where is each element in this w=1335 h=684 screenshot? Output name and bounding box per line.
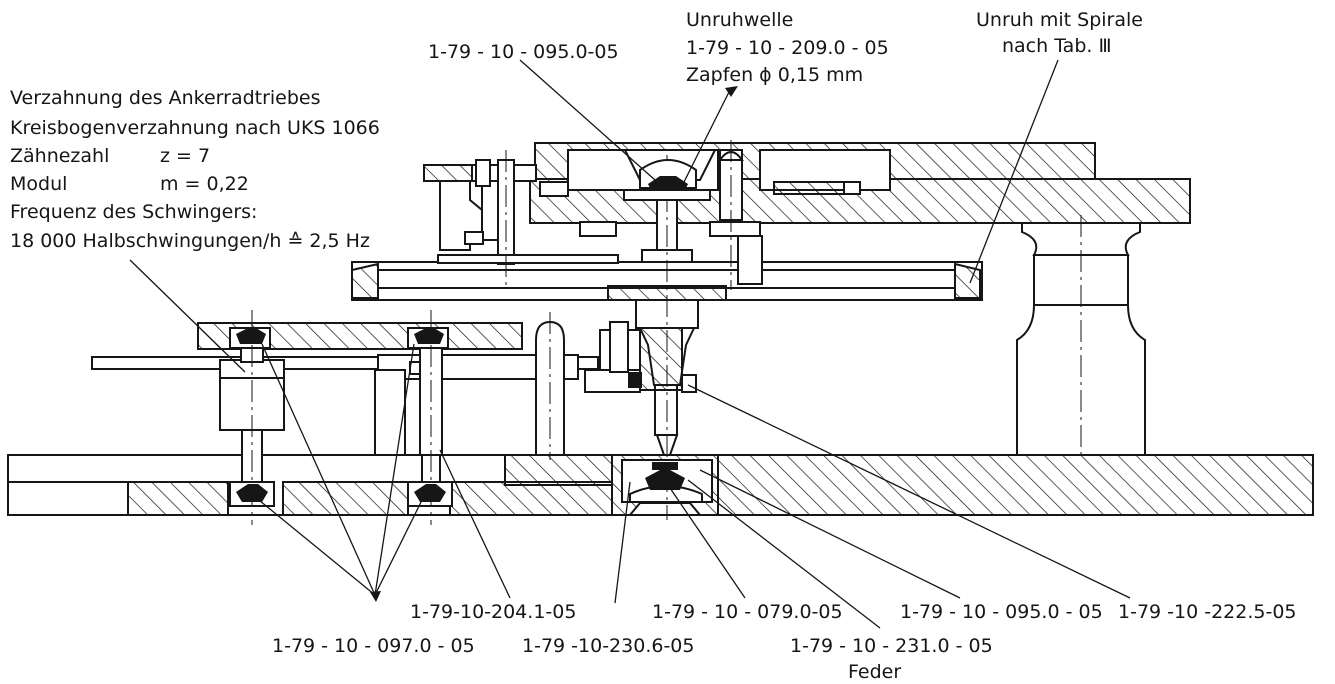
pillar [1016,215,1146,460]
note-frequenz-value: 18 000 Halbschwingungen/h ≙ 2,5 Hz [10,230,370,252]
note-zaehnezahl-value: z = 7 [160,145,210,167]
label-079: 1-79 - 10 - 079.0-05 [652,601,843,623]
label-unruhwelle-part: 1-79 - 10 - 209.0 - 05 [686,37,889,59]
lower-jewel-block [611,454,719,516]
part-labels: 1-79 - 10 - 095.0-05 Unruhwelle 1-79 - 1… [272,9,1297,683]
label-230: 1-79 -10-230.6-05 [522,635,694,657]
label-zapfen: Zapfen ϕ 0,15 mm [686,64,863,86]
label-feder: Feder [848,661,901,683]
label-204: 1-79-10-204.1-05 [410,601,576,623]
label-top-part: 1-79 - 10 - 095.0-05 [428,41,619,63]
note-modul-value: m = 0,22 [160,173,249,195]
arbors [240,310,443,525]
label-097: 1-79 - 10 - 097.0 - 05 [272,635,475,657]
note-verzahnung: Verzahnung des Ankerradtriebes [10,87,321,109]
label-231: 1-79 - 10 - 231.0 - 05 [790,635,993,657]
note-zaehnezahl-label: Zähnezahl [10,145,109,167]
note-kreisbogen: Kreisbogenverzahnung nach UKS 1066 [10,117,380,139]
notes-block: Verzahnung des Ankerradtriebes Kreisboge… [10,87,380,252]
label-unruh-tab: nach Tab. Ⅲ [1002,35,1112,57]
regulator [423,140,861,290]
label-222: 1-79 -10 -222.5-05 [1118,601,1297,623]
note-modul-label: Modul [10,173,67,195]
label-unruh: Unruh mit Spirale [976,9,1143,31]
leader-lines [129,59,1131,629]
label-unruhwelle: Unruhwelle [686,9,793,31]
balance-cock [529,142,1191,224]
upper-jewel [623,159,711,201]
escape-bridge [197,322,523,350]
double-roller [584,321,697,393]
pallet-lever [91,354,599,380]
note-frequenz-label: Frequenz des Schwingers: [10,201,257,223]
label-095b: 1-79 - 10 - 095.0 - 05 [900,601,1103,623]
